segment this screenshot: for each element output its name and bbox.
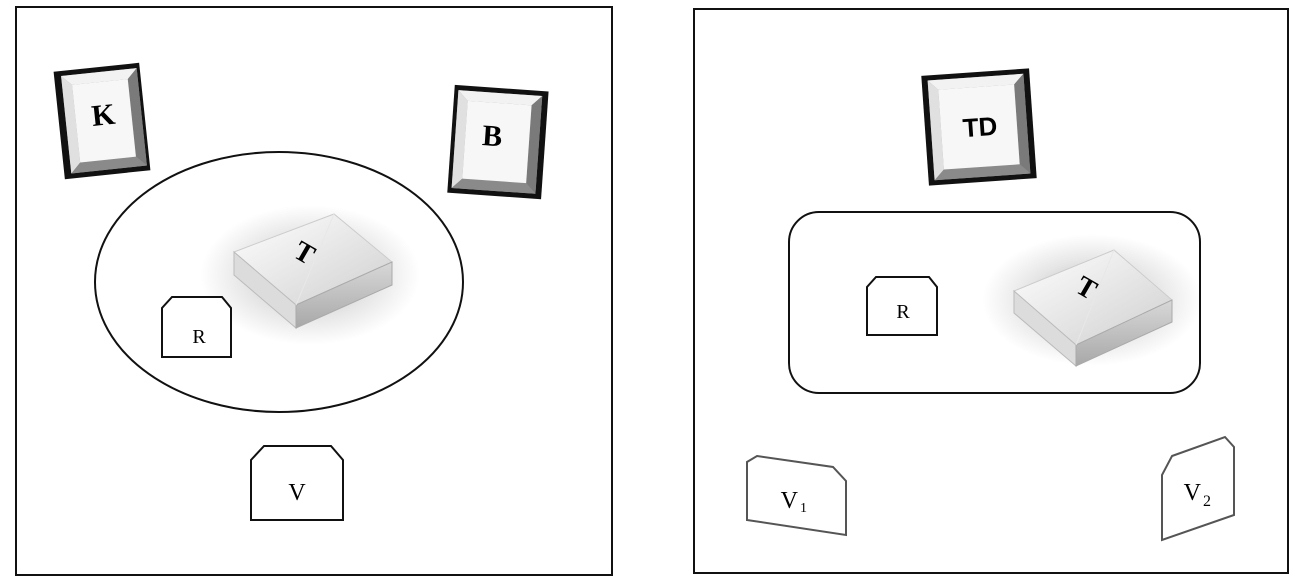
b-tile: B — [447, 85, 548, 199]
svg-text:V: V — [1184, 480, 1202, 506]
r-label-right: R — [896, 301, 910, 323]
v2-subscript: 2 — [1203, 493, 1211, 510]
r-box-left: R — [162, 297, 231, 357]
v-box: V — [251, 446, 343, 520]
v1-box: V 1 — [747, 456, 846, 535]
t-block-right: T — [982, 234, 1202, 366]
v2-label: V — [1184, 480, 1202, 506]
v1-label: V — [781, 488, 799, 514]
r-label-left: R — [192, 326, 206, 348]
td-tile: TD — [921, 68, 1036, 185]
k-label: K — [90, 98, 117, 133]
b-label: B — [481, 119, 503, 153]
td-label: TD — [962, 111, 999, 143]
svg-text:V: V — [781, 488, 799, 514]
v-label: V — [288, 480, 306, 506]
k-tile: K — [54, 63, 151, 179]
r-box-right: R — [867, 277, 937, 335]
t-block-left: T — [200, 205, 420, 345]
right-panel: TD R T V 1 V — [694, 9, 1288, 573]
v1-subscript: 1 — [800, 501, 807, 516]
left-panel: K B T R — [16, 7, 612, 575]
